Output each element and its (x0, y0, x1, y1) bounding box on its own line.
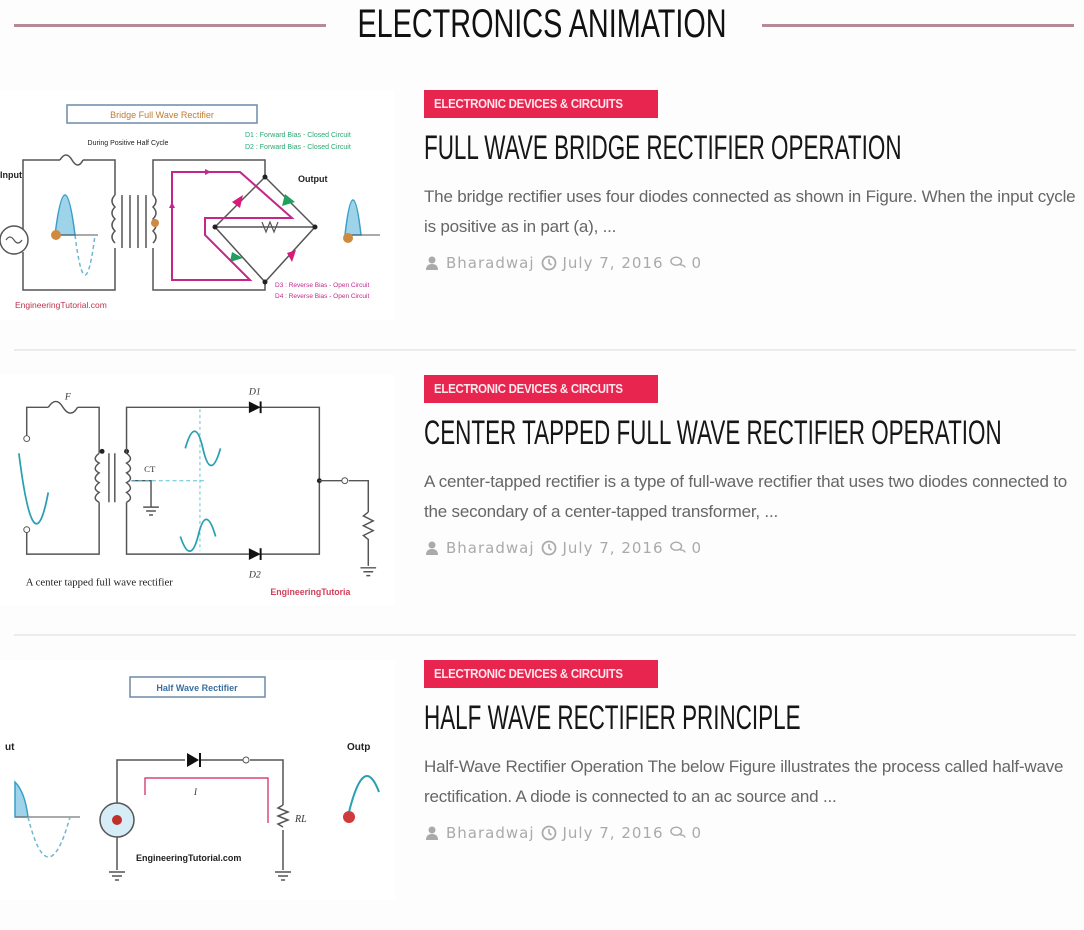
diagram-heading: Bridge Full Wave Rectifier (110, 110, 214, 120)
comment-count[interactable]: 0 (691, 824, 703, 842)
watermark: EngineeringTutorial.com (136, 853, 241, 863)
svg-text:CT: CT (144, 464, 156, 474)
svg-text:During Positive Half Cycle: During Positive Half Cycle (88, 140, 169, 147)
svg-text:F: F (64, 391, 72, 402)
user-icon (426, 541, 438, 555)
post-item: Half Wave Rectifier ut Outp I RL Enginee… (0, 660, 1084, 930)
post-date: July 7, 2016 (562, 254, 664, 272)
post-author[interactable]: Bharadwaj (446, 254, 535, 272)
header-rule-left (14, 24, 326, 27)
svg-text:D2: D2 (248, 570, 261, 581)
post-item: Bridge Full Wave Rectifier During Positi… (0, 90, 1084, 360)
post-thumbnail[interactable]: Bridge Full Wave Rectifier During Positi… (0, 90, 395, 320)
svg-text:D3 : Reverse Bias - Open Circu: D3 : Reverse Bias - Open Circuit (275, 282, 369, 289)
watermark: EngineeringTutoria (270, 587, 350, 597)
svg-text:D1: D1 (248, 387, 261, 398)
svg-text:D1 : Forward Bias - Closed Cir: D1 : Forward Bias - Closed Circuit (245, 132, 351, 139)
post-excerpt: Half-Wave Rectifier Operation The below … (424, 757, 1064, 806)
svg-text:Input: Input (0, 170, 22, 180)
user-icon (426, 826, 438, 840)
post-date: July 7, 2016 (562, 824, 664, 842)
post-content: ELECTRONIC DEVICES & CIRCUITS CENTER TAP… (424, 375, 1074, 557)
category-label: ELECTRONIC DEVICES & CIRCUITS (434, 666, 623, 681)
svg-text:I: I (193, 787, 198, 797)
post-title[interactable]: FULL WAVE BRIDGE RECTIFIER OPERATION (424, 129, 902, 167)
half-wave-rectifier-diagram: Half Wave Rectifier ut Outp I RL Enginee… (5, 676, 380, 881)
category-badge[interactable]: ELECTRONIC DEVICES & CIRCUITS (424, 90, 659, 118)
comments-icon (669, 826, 686, 838)
clock-icon (541, 540, 556, 556)
post-content: ELECTRONIC DEVICES & CIRCUITS HALF WAVE … (424, 660, 1074, 842)
svg-text:ut: ut (5, 742, 15, 753)
header-rule-right (762, 24, 1074, 27)
post-meta: Bharadwaj July 7, 2016 0 (424, 539, 1074, 557)
post-content: ELECTRONIC DEVICES & CIRCUITS FULL WAVE … (424, 90, 1076, 272)
section-title: ELECTRONICS ANIMATION (357, 2, 727, 46)
svg-text:D4 : Reverse Bias - Open Circu: D4 : Reverse Bias - Open Circuit (275, 293, 369, 300)
center-tapped-rectifier-diagram: F CT D1 D2 A center tapped full wave (18, 387, 377, 597)
post-thumbnail[interactable]: F CT D1 D2 A center tapped full wave (0, 375, 395, 605)
diagram-heading: Half Wave Rectifier (156, 683, 238, 693)
post-author[interactable]: Bharadwaj (446, 824, 535, 842)
post-meta: Bharadwaj July 7, 2016 0 (424, 824, 1074, 842)
comments-icon (669, 256, 686, 268)
bridge-rectifier-diagram: Bridge Full Wave Rectifier During Positi… (0, 104, 380, 310)
category-label: ELECTRONIC DEVICES & CIRCUITS (434, 381, 623, 396)
diagram-caption: A center tapped full wave rectifier (26, 576, 174, 588)
post-meta: Bharadwaj July 7, 2016 0 (424, 254, 1074, 272)
category-badge[interactable]: ELECTRONIC DEVICES & CIRCUITS (424, 375, 659, 403)
post-excerpt: A center-tapped rectifier is a type of f… (424, 472, 1068, 521)
comment-count[interactable]: 0 (691, 254, 703, 272)
post-author[interactable]: Bharadwaj (446, 539, 535, 557)
comments-icon (669, 541, 686, 553)
section-header: ELECTRONICS ANIMATION (0, 0, 1084, 55)
post-date: July 7, 2016 (562, 539, 664, 557)
post-thumbnail[interactable]: Half Wave Rectifier ut Outp I RL Enginee… (0, 660, 395, 900)
post-title[interactable]: CENTER TAPPED FULL WAVE RECTIFIER OPERAT… (424, 414, 1002, 452)
user-icon (426, 256, 438, 270)
clock-icon (541, 825, 556, 841)
comment-count[interactable]: 0 (691, 539, 703, 557)
svg-text:RL: RL (294, 814, 307, 825)
watermark: EngineeringTutorial.com (15, 300, 107, 310)
svg-text:Outp: Outp (347, 742, 370, 753)
category-badge[interactable]: ELECTRONIC DEVICES & CIRCUITS (424, 660, 659, 688)
post-item: F CT D1 D2 A center tapped full wave (0, 375, 1084, 645)
clock-icon (541, 255, 556, 271)
svg-text:D2 : Forward Bias - Closed Cir: D2 : Forward Bias - Closed Circuit (245, 144, 351, 151)
post-divider (14, 634, 1076, 636)
post-excerpt: The bridge rectifier uses four diodes co… (424, 187, 1076, 236)
post-title[interactable]: HALF WAVE RECTIFIER PRINCIPLE (424, 699, 801, 737)
category-label: ELECTRONIC DEVICES & CIRCUITS (434, 96, 623, 111)
post-divider (14, 349, 1076, 351)
svg-text:Output: Output (298, 174, 328, 184)
